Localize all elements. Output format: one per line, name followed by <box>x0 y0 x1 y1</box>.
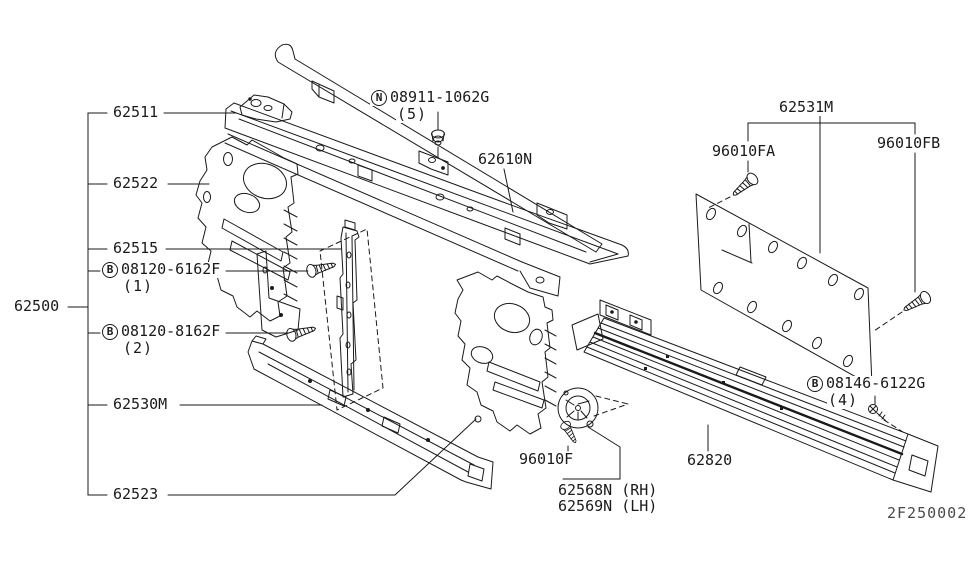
part-62523-apron-panel-drawing <box>454 271 557 435</box>
fastener-number: 08120-6162F <box>121 260 221 279</box>
part-62531m-baffle-drawing <box>695 193 873 387</box>
fastener-nut-08911-1062g <box>431 129 445 146</box>
part-62511-bracket-drawing <box>239 94 293 123</box>
fastener-screw-08120-6162f <box>304 257 338 279</box>
fastener-qty-08120-6162f: (1) <box>122 277 155 295</box>
leader-lines <box>67 111 916 496</box>
part-label-62522: 62522 <box>112 174 160 192</box>
part-62610n-crossmember-drawing <box>224 43 629 297</box>
part-label-62523: 62523 <box>112 485 160 503</box>
fastener-screw-96010fa <box>728 170 761 201</box>
part-label-62568n: 62568N (RH) <box>557 481 659 499</box>
fastener-qty-08911-1062g: (5) <box>396 105 429 123</box>
fastener-qty-08120-8162f: (2) <box>122 339 155 357</box>
fastener-qty-08146-6122g: (4) <box>827 391 860 409</box>
part-62522-apron-panel-drawing <box>195 136 301 338</box>
part-label-96010fb: 96010FB <box>876 134 942 152</box>
part-label-62511: 62511 <box>112 103 160 121</box>
part-label-62820: 62820 <box>686 451 734 469</box>
drawing-code: 2F250002 <box>886 504 969 522</box>
fastener-screw-96010fb <box>900 289 934 317</box>
fastener-number: 08120-8162F <box>121 322 221 341</box>
circled-letter-b-icon: B <box>807 376 823 392</box>
part-label-96010f: 96010F <box>518 450 575 468</box>
part-62515-stay-drawing <box>319 219 384 411</box>
fastener-number: 08146-6122G <box>826 374 926 393</box>
part-label-62530m: 62530M <box>112 395 169 413</box>
circled-letter-n-icon: N <box>371 90 387 106</box>
part-label-62515: 62515 <box>112 239 160 257</box>
fastener-screw-96010f <box>558 419 581 446</box>
part-62820-air-guide-drawing <box>571 299 939 493</box>
part-label-62610n: 62610N <box>477 150 534 168</box>
circled-letter-b-icon: B <box>102 324 118 340</box>
part-label-96010fa: 96010FA <box>711 142 777 160</box>
fastener-clip-08146-6122g <box>868 404 887 422</box>
part-62568n-fan-drawing <box>557 387 599 429</box>
part-62530m-lower-crossmember-drawing <box>247 335 494 490</box>
circled-letter-b-icon: B <box>102 262 118 278</box>
part-label-62500: 62500 <box>13 297 61 315</box>
part-label-62531m: 62531M <box>778 98 835 116</box>
fastener-number: 08911-1062G <box>390 88 490 107</box>
part-label-62569n: 62569N (LH) <box>557 497 659 515</box>
